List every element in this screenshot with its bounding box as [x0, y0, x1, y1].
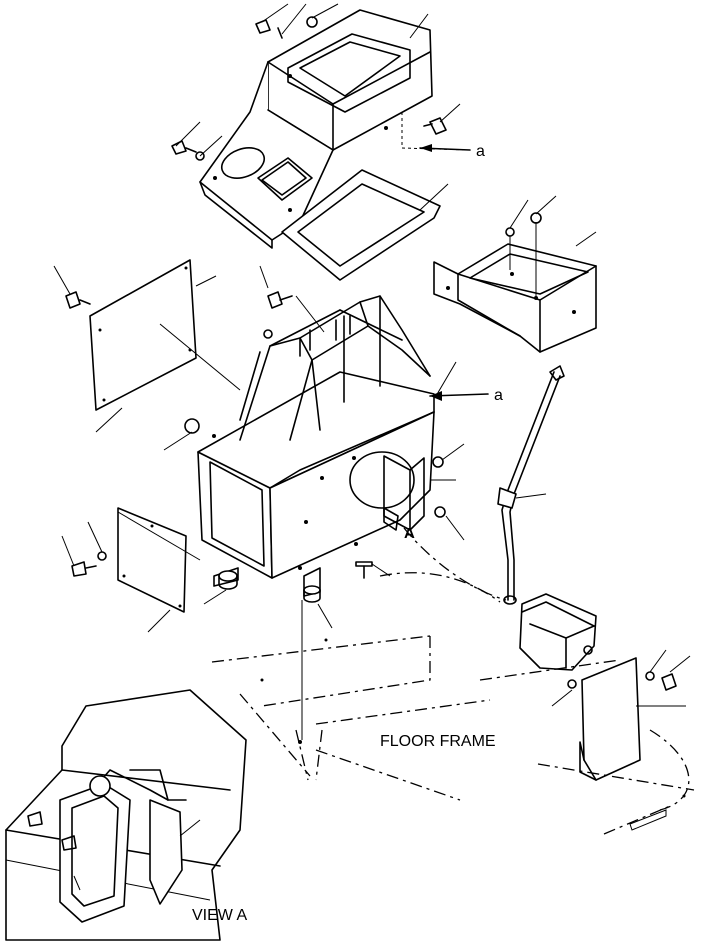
rubber-mounts	[203, 561, 391, 740]
view-a-label: VIEW A	[192, 907, 247, 924]
main-console-frame	[163, 265, 489, 597]
front-panel	[61, 507, 201, 633]
view-a-inset	[5, 689, 247, 941]
right-cover-box	[433, 195, 597, 353]
ref-label-a-mid: a	[494, 387, 503, 404]
left-side-panel	[53, 259, 241, 433]
bolt-side-left	[171, 140, 205, 161]
ref-label-a-top: a	[476, 143, 485, 160]
cable-dashed	[379, 527, 507, 603]
floor-frame	[211, 635, 695, 835]
leader-lines-top	[175, 3, 461, 157]
floor-frame-label: FLOOR FRAME	[380, 733, 496, 750]
control-lever	[497, 365, 565, 605]
top-console-cover	[199, 9, 471, 249]
right-lower-bracket	[519, 593, 691, 781]
view-a-arrow-label: A	[404, 525, 415, 542]
bolt-top-left	[255, 16, 318, 39]
bolt-side-right	[423, 117, 447, 135]
gasket-plate	[281, 169, 449, 281]
